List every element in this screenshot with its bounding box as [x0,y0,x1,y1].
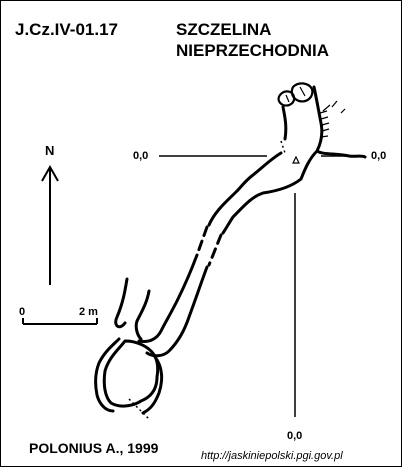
cave-name-line1: SZCZELINA [176,20,271,39]
entrance-boulders-icon [277,82,314,107]
cave-plan [94,82,367,420]
north-arrow-icon [41,164,59,285]
scale-bar [22,318,98,325]
reference-label-left: 0,0 [133,150,148,162]
reference-label-right: 0,0 [371,150,386,162]
scale-start-label: 0 [19,306,25,318]
survey-station-icon [292,155,300,164]
scale-end-label: 2 m [79,306,98,318]
cave-code: J.Cz.IV-01.17 [15,20,118,39]
source-url[interactable]: http://jaskiniepolski.pgi.gov.pl [201,450,343,462]
reference-label-bottom: 0,0 [287,430,302,442]
cave-name-line2: NIEPRZECHODNIA [176,41,329,60]
north-label: N [45,143,54,158]
author-credit: POLONIUS A., 1999 [29,440,159,456]
